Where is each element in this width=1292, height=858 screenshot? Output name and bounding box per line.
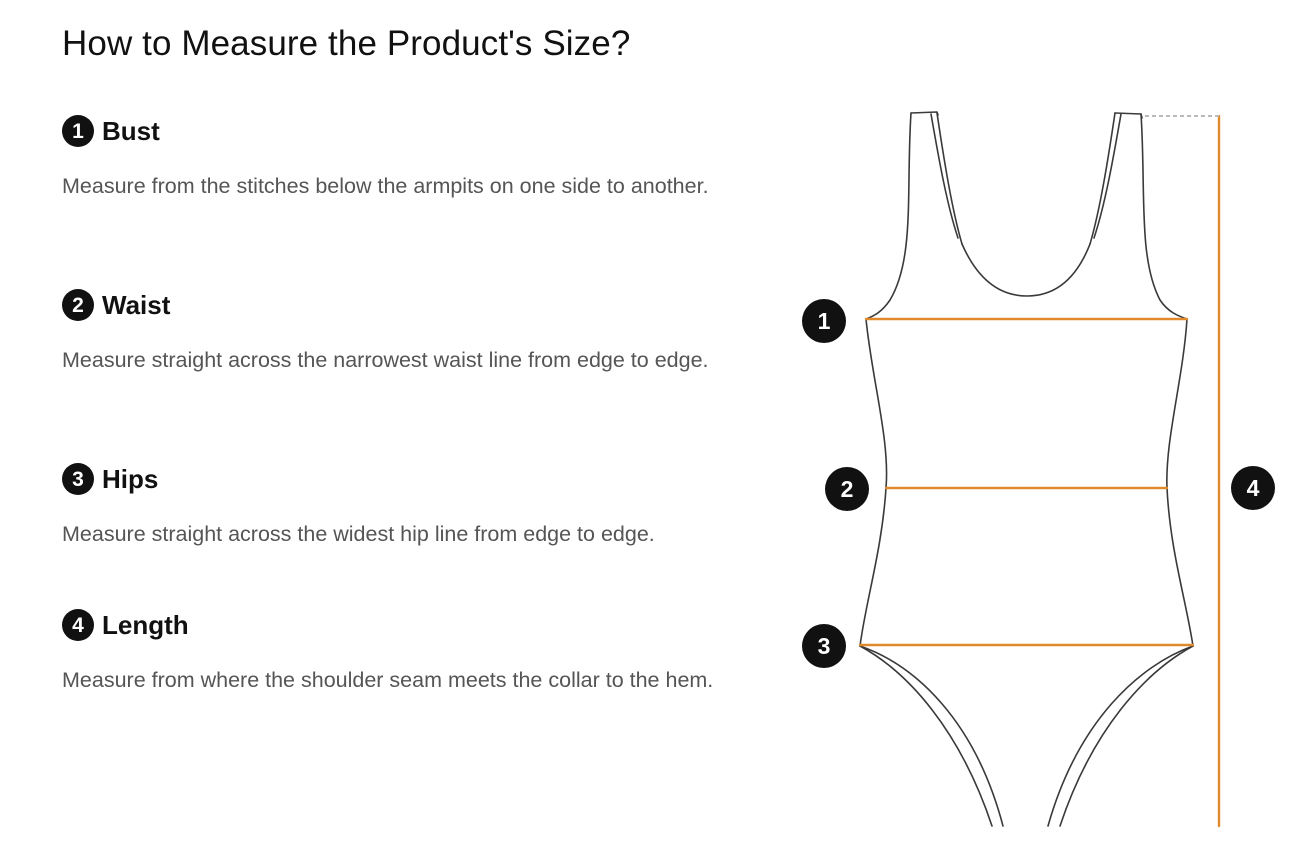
number-1-icon: 1 <box>62 115 94 147</box>
step-heading: 3 Hips <box>62 462 752 496</box>
swimsuit-outline <box>859 111 1194 827</box>
left-strap-top <box>910 111 939 116</box>
step-description-length: Measure from where the shoulder seam mee… <box>62 668 714 692</box>
page-title: How to Measure the Product's Size? <box>62 24 631 63</box>
step-bust: 1 Bust Measure from the stitches below t… <box>62 114 752 198</box>
step-description-bust: Measure from the stitches below the armp… <box>62 174 709 198</box>
step-description-waist: Measure straight across the narrowest wa… <box>62 348 709 372</box>
right-leg-opening <box>1047 645 1194 827</box>
diagram-marker-3-label: 3 <box>818 633 831 659</box>
diagram-marker-4-label: 4 <box>1247 475 1260 501</box>
swimsuit-measurement-diagram: 1 2 3 4 <box>780 90 1292 858</box>
right-strap-inner-seam <box>1093 113 1122 239</box>
step-description-hips: Measure straight across the widest hip l… <box>62 522 655 546</box>
diagram-marker-2: 2 <box>825 467 869 511</box>
number-3-icon: 3 <box>62 463 94 495</box>
step-waist: 2 Waist Measure straight across the narr… <box>62 288 752 372</box>
diagram-marker-2-label: 2 <box>841 476 854 502</box>
step-heading: 1 Bust <box>62 114 752 148</box>
diagram-marker-1: 1 <box>802 299 846 343</box>
number-4-icon: 4 <box>62 609 94 641</box>
step-title-length: Length <box>102 609 189 640</box>
step-title-waist: Waist <box>102 289 171 320</box>
step-length: 4 Length Measure from where the shoulder… <box>62 608 752 692</box>
number-2-icon <box>825 467 869 511</box>
right-body-side <box>1166 318 1194 647</box>
left-leg-opening <box>859 645 1004 827</box>
step-heading: 4 Length <box>62 608 752 642</box>
diagram-marker-3: 3 <box>802 624 846 668</box>
step-heading: 2 Waist <box>62 288 752 322</box>
left-strap-inner <box>936 112 963 245</box>
step-hips: 3 Hips Measure straight across the wides… <box>62 462 752 546</box>
right-strap-outer <box>1140 113 1188 320</box>
measurement-lines <box>858 114 1221 828</box>
neckline <box>961 243 1091 297</box>
diagram-marker-4: 4 <box>1231 466 1275 510</box>
right-leg-opening-seam <box>1059 645 1194 827</box>
left-strap-inner-seam <box>930 113 959 239</box>
step-title-bust: Bust <box>102 115 160 146</box>
right-strap-top <box>1114 112 1143 119</box>
swimsuit-diagram-svg: 1 2 3 4 <box>802 111 1275 828</box>
number-3-icon <box>802 624 846 668</box>
right-strap-inner <box>1089 112 1116 245</box>
left-strap-outer <box>865 112 912 320</box>
number-2-icon: 2 <box>62 289 94 321</box>
number-1-icon <box>802 299 846 343</box>
left-leg-opening-seam <box>859 645 993 827</box>
diagram-marker-1-label: 1 <box>818 308 831 334</box>
number-4-icon <box>1231 466 1275 510</box>
step-title-hips: Hips <box>102 463 159 494</box>
